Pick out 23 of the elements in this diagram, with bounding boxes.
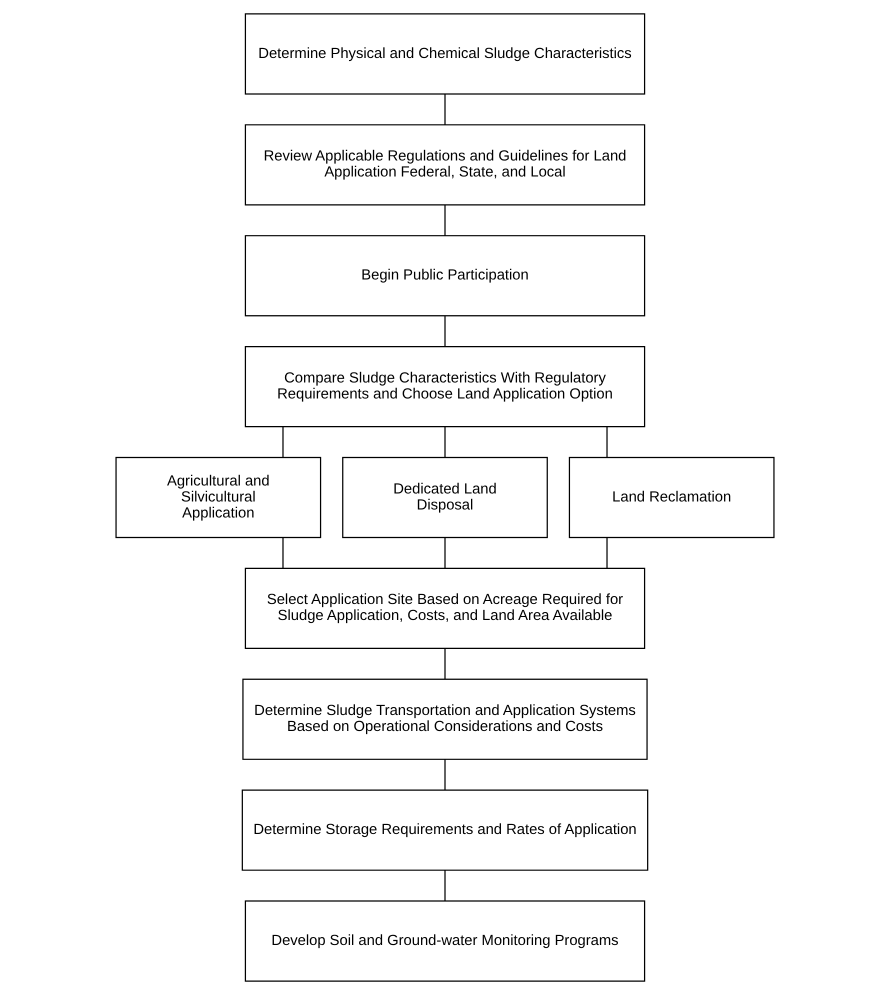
connector	[282, 426, 284, 457]
connector	[444, 648, 446, 679]
node-box: Begin Public Participation	[244, 234, 645, 316]
node-box: Determine Sludge Transportation and Application Systems Based on Operational Considerations and Costs	[242, 678, 648, 760]
connector	[444, 537, 446, 568]
connector	[444, 759, 446, 790]
connector	[282, 537, 284, 568]
node-box: Land Reclamation	[568, 456, 774, 538]
node-box: Determine Storage Requirements and Rates of Application	[241, 789, 648, 870]
node-box: Select Application Site Based on Acreage Required for Sludge Application, Costs, and Land Area Available	[244, 567, 645, 649]
connector	[444, 204, 446, 236]
node-box: Determine Physical and Chemical Sludge Characteristics	[244, 12, 645, 94]
node-box: Develop Soil and Ground-water Monitoring Programs	[244, 900, 645, 982]
node-box: Compare Sludge Characteristics With Regulatory Requirements and Choose Land Application Option	[244, 345, 645, 427]
connector	[606, 426, 608, 457]
connector	[444, 94, 446, 124]
node-box: Dedicated Land Disposal	[342, 456, 548, 538]
connector	[444, 316, 446, 346]
node-box: Agricultural and Silvicultural Application	[114, 456, 321, 538]
node-box: Review Applicable Regulations and Guidelines for Land Application Federal, State, and Local	[244, 124, 645, 206]
connector	[444, 870, 446, 900]
connector	[444, 426, 446, 457]
connector	[606, 537, 608, 568]
